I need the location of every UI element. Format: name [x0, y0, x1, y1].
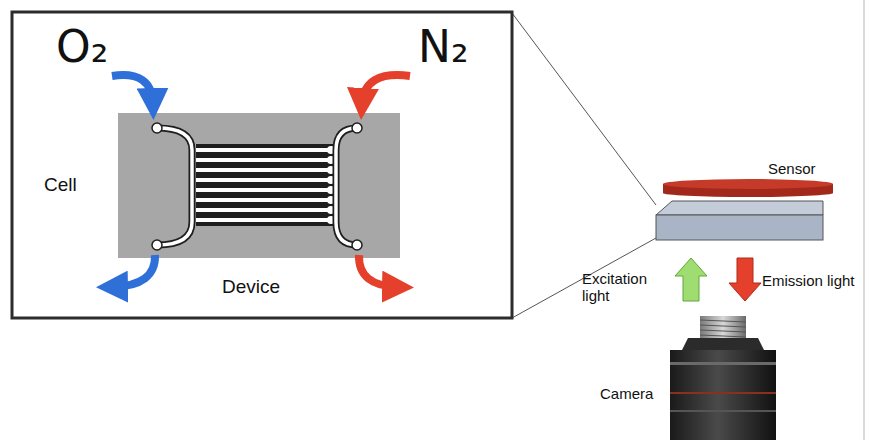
part-label: Sensor — [768, 160, 816, 177]
inset-frame — [12, 12, 512, 318]
emission-arrow — [729, 258, 761, 301]
port — [152, 123, 362, 250]
part-label: Cell — [44, 174, 77, 196]
part-label: Device — [222, 276, 280, 298]
divider-line — [863, 0, 865, 440]
zoom-line — [512, 13, 656, 205]
outlet-arrow — [359, 255, 398, 287]
inlet-arrow — [362, 75, 410, 104]
channel-array — [196, 144, 335, 226]
sensor-disc — [663, 179, 833, 197]
glass-slide — [656, 201, 823, 240]
light-label: Emission light — [762, 272, 855, 289]
manifold — [157, 128, 357, 245]
inlet-arrow — [112, 75, 153, 104]
gas-label: O₂ — [56, 22, 108, 73]
light-label: Excitation light — [582, 270, 668, 305]
gas-label: N₂ — [418, 22, 469, 73]
device-chip — [118, 113, 400, 258]
excitation-arrow — [675, 258, 707, 301]
outlet-arrow — [112, 255, 155, 287]
part-label: Camera — [600, 385, 653, 402]
camera-objective — [670, 316, 776, 440]
